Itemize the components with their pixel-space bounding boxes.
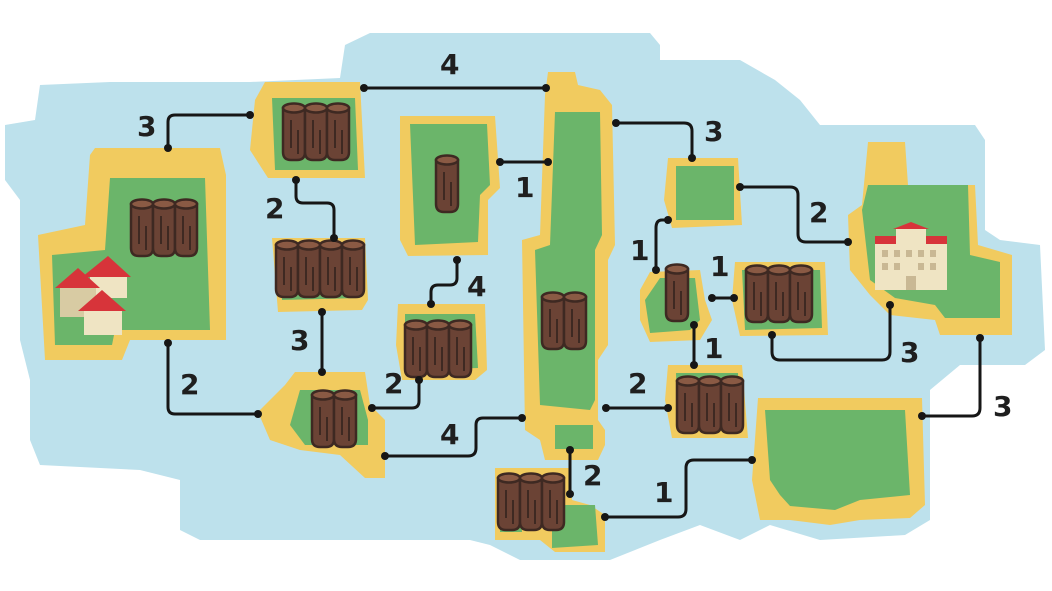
log-icon xyxy=(518,472,544,532)
log-icon xyxy=(403,319,429,379)
log-icon xyxy=(675,375,701,435)
log-cluster-bottom-center xyxy=(496,472,566,532)
log-cluster-mid-small xyxy=(434,154,460,214)
log-cluster-right-mid xyxy=(744,264,814,324)
log-icon xyxy=(540,472,566,532)
log-cluster-nw xyxy=(281,102,351,162)
log-icon xyxy=(274,239,300,299)
log-icon xyxy=(496,472,522,532)
log-cluster-center-left xyxy=(274,239,366,299)
manor-icon xyxy=(875,222,947,290)
island-big-bottom-right xyxy=(752,398,925,525)
route-label: 4 xyxy=(467,270,486,303)
log-cluster-village xyxy=(129,198,199,258)
log-cluster-long-center xyxy=(540,291,588,351)
route-label: 1 xyxy=(515,171,534,204)
route-right-mid-manor xyxy=(770,303,892,362)
log-icon xyxy=(173,198,199,258)
route-label: 3 xyxy=(900,336,919,369)
route-label: 1 xyxy=(704,332,723,365)
log-icon xyxy=(129,198,155,258)
log-icon xyxy=(151,198,177,258)
log-cluster-right-bottom-small xyxy=(675,375,745,435)
route-right-top-small-right-mid-small xyxy=(654,218,670,272)
log-icon xyxy=(562,291,588,351)
house-icon xyxy=(78,290,126,335)
route-bottom-center-big-bottom-right xyxy=(603,458,754,519)
route-label: 3 xyxy=(137,110,156,143)
route-long-center-right-top-small xyxy=(614,121,694,160)
log-cluster-right-mid-small xyxy=(664,263,690,323)
log-icon xyxy=(434,154,460,214)
route-bottom-left-center-long-center xyxy=(383,416,524,458)
village-houses xyxy=(55,256,131,335)
route-label: 2 xyxy=(384,367,403,400)
route-nw-center-left xyxy=(294,178,336,240)
route-label: 1 xyxy=(654,476,673,509)
log-icon xyxy=(325,102,351,162)
log-icon xyxy=(296,239,322,299)
route-label: 2 xyxy=(809,196,828,229)
route-village-nw xyxy=(166,113,252,150)
log-icon xyxy=(719,375,745,435)
route-labels: 3 2 2 4 3 1 4 2 4 2 3 2 2 1 1 1 3 3 1 xyxy=(137,48,1012,509)
log-icon xyxy=(744,264,770,324)
log-icon xyxy=(332,389,358,449)
route-bottom-left-center-center-small xyxy=(370,378,421,410)
log-icon xyxy=(310,389,336,449)
route-label: 2 xyxy=(628,367,647,400)
route-label: 4 xyxy=(440,418,459,451)
island-right-top-small xyxy=(664,158,742,228)
route-label: 2 xyxy=(583,459,602,492)
route-label: 2 xyxy=(180,368,199,401)
route-label: 4 xyxy=(440,48,459,81)
log-cluster-bottom-left-center xyxy=(310,389,358,449)
routes xyxy=(166,86,982,519)
route-label: 1 xyxy=(710,250,729,283)
log-icon xyxy=(540,291,566,351)
route-label: 1 xyxy=(630,234,649,267)
log-icon xyxy=(303,102,329,162)
log-icon xyxy=(697,375,723,435)
route-label: 3 xyxy=(993,390,1012,423)
log-icon xyxy=(340,239,366,299)
log-icon xyxy=(664,263,690,323)
log-icon xyxy=(447,319,473,379)
house-icon xyxy=(55,268,100,317)
route-right-top-small-manor xyxy=(738,185,850,244)
log-icon xyxy=(425,319,451,379)
route-manor-big-bottom-right xyxy=(920,336,982,418)
route-label: 3 xyxy=(290,324,309,357)
route-label: 3 xyxy=(704,115,723,148)
route-mid-small-center-small xyxy=(429,258,459,306)
log-cluster-center-small xyxy=(403,319,473,379)
route-village-bottom-left-center xyxy=(166,341,260,416)
route-label: 2 xyxy=(265,192,284,225)
log-icon xyxy=(281,102,307,162)
log-icon xyxy=(788,264,814,324)
log-icon xyxy=(318,239,344,299)
route-dots xyxy=(164,84,984,521)
log-icon xyxy=(766,264,792,324)
